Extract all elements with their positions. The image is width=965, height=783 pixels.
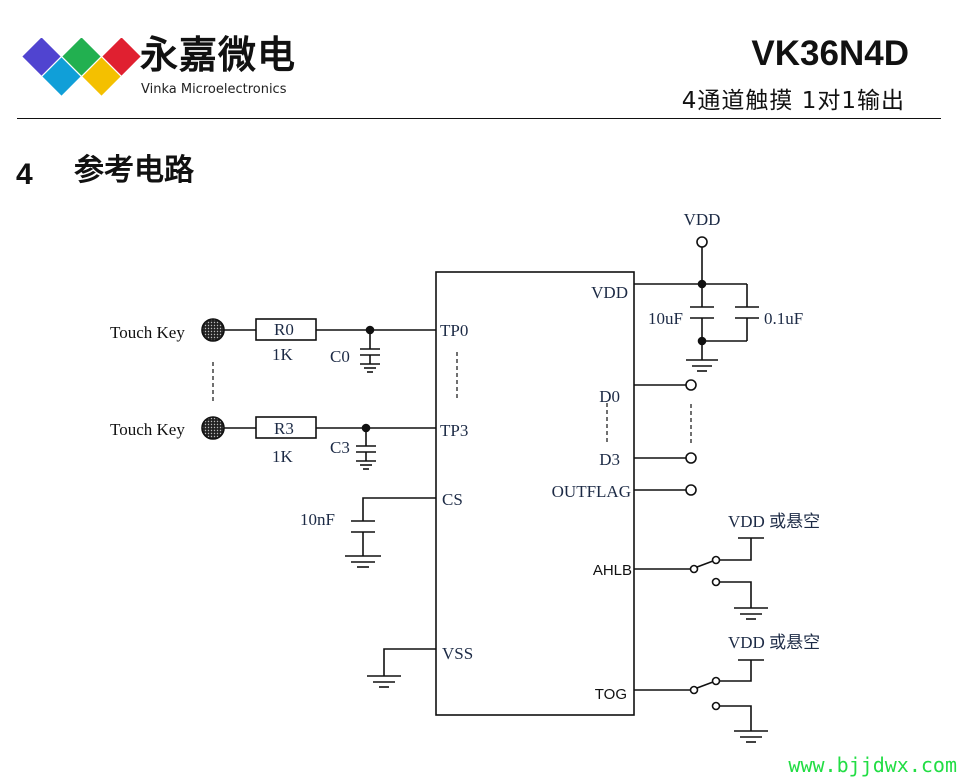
pin-outflag-label: OUTFLAG xyxy=(552,482,631,501)
section-number: 4 xyxy=(16,158,33,191)
touch-key-label: Touch Key xyxy=(110,420,185,439)
vdd-supply-label: VDD xyxy=(684,210,721,229)
d0-terminal-icon xyxy=(685,379,697,391)
ahlb-option-label: VDD 或悬空 xyxy=(728,512,820,531)
pin-tog-label: TOG xyxy=(595,686,627,703)
pin-vss-label: VSS xyxy=(442,644,473,663)
vss-ground-circuit xyxy=(367,648,436,688)
pin-tp3-label: TP3 xyxy=(440,421,468,440)
cap-10uf-label: 10uF xyxy=(648,309,683,328)
pin-vdd-label: VDD xyxy=(591,283,628,302)
resistor-value: 1K xyxy=(272,447,294,466)
touch-channel-0 xyxy=(201,318,436,373)
resistor-label: R0 xyxy=(274,320,294,339)
capacitor-label: C0 xyxy=(330,347,350,366)
touch-key-pad-icon xyxy=(201,318,225,342)
touch-key-label: Touch Key xyxy=(110,323,185,342)
touch-key-pad-icon xyxy=(201,416,225,440)
product-name: VK36N4D xyxy=(751,34,909,73)
ic-chip-body xyxy=(435,271,635,716)
pin-tp0-label: TP0 xyxy=(440,321,468,340)
ahlb-option-switch xyxy=(634,537,768,620)
pin-ahlb-label: AHLB xyxy=(593,562,632,579)
outflag-terminal-icon xyxy=(685,484,697,496)
section-title: 参考电路 xyxy=(74,153,194,188)
cap-0.1uf-label: 0.1uF xyxy=(764,309,803,328)
tog-option-switch xyxy=(634,659,768,743)
pin-cs-label: CS xyxy=(442,490,463,509)
company-name-cn: 永嘉微电 xyxy=(140,33,297,77)
product-subtitle: 4通道触摸 1对1输出 xyxy=(681,88,905,114)
vinka-logo-mark xyxy=(22,38,141,96)
resistor-value: 1K xyxy=(272,345,294,364)
header-divider xyxy=(17,118,941,119)
d3-terminal-icon xyxy=(685,452,697,464)
cs-capacitor-circuit xyxy=(345,497,436,568)
cs-capacitor-label: 10nF xyxy=(300,510,335,529)
vdd-decoupling-circuit xyxy=(634,236,759,372)
pin-d0-label: D0 xyxy=(599,387,620,406)
tog-option-label: VDD 或悬空 xyxy=(728,633,820,652)
resistor-label: R3 xyxy=(274,419,294,438)
vdd-terminal-icon xyxy=(696,236,708,248)
pin-d3-label: D3 xyxy=(599,450,620,469)
touch-channel-3 xyxy=(201,416,436,470)
watermark-url: www.bjjdwx.com xyxy=(788,753,957,777)
capacitor-label: C3 xyxy=(330,438,350,457)
output-pins-circuit xyxy=(606,379,697,496)
company-name-en: Vinka Microelectronics xyxy=(141,82,287,97)
